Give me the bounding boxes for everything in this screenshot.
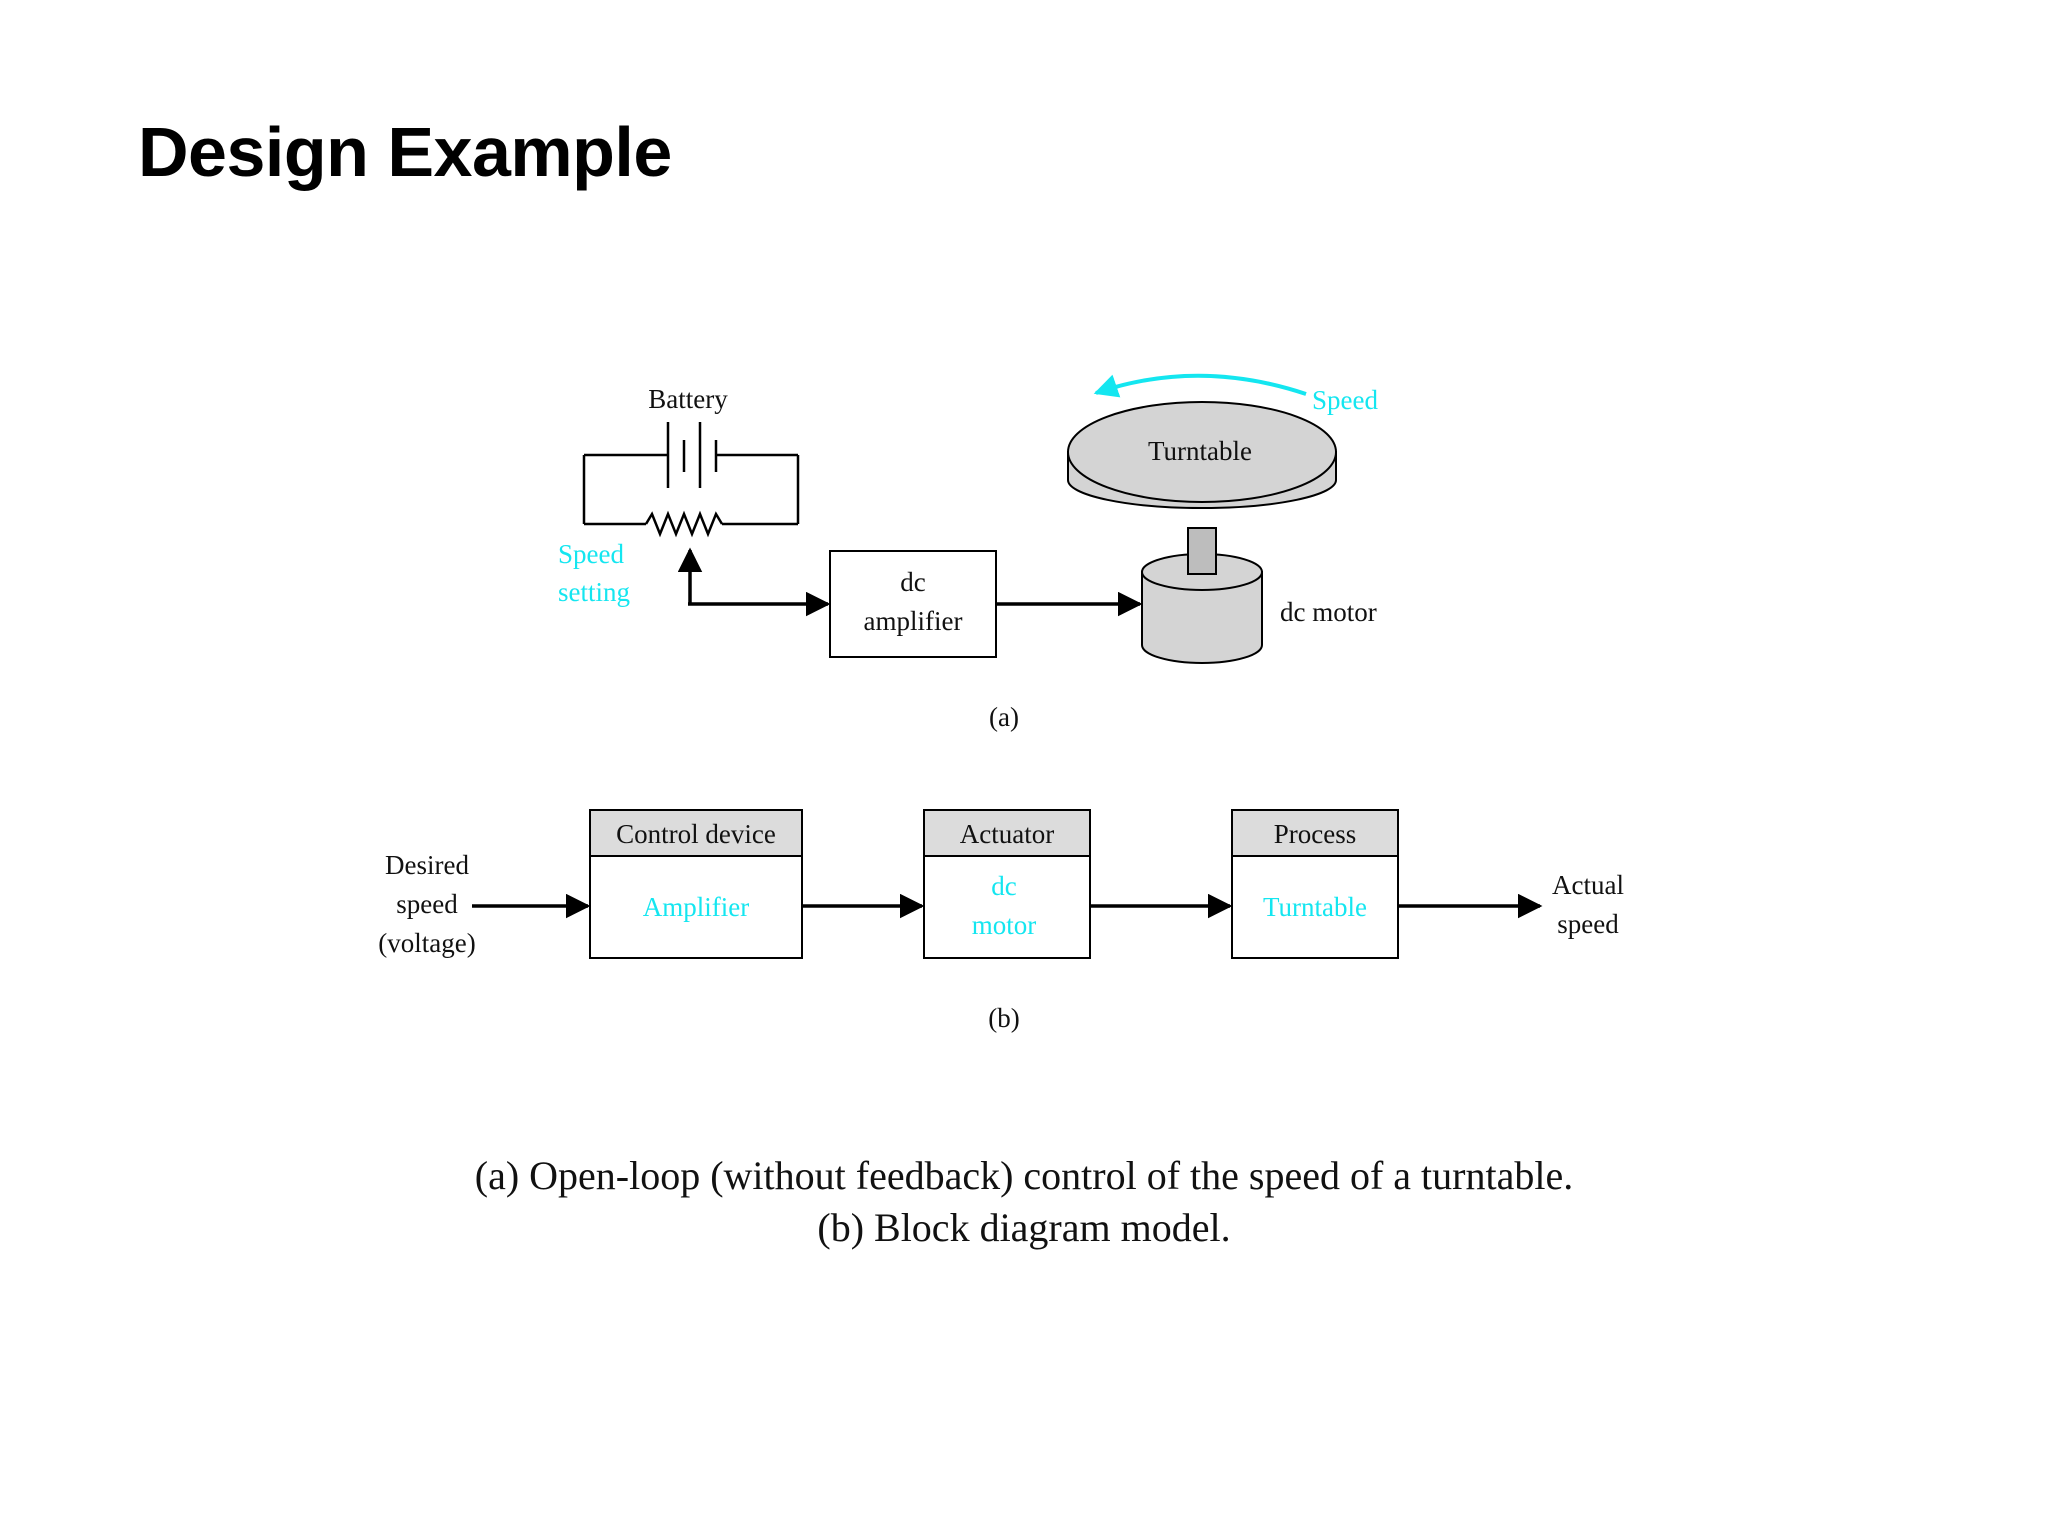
input-label: Desired xyxy=(385,850,469,880)
input-label-2: speed xyxy=(396,889,458,919)
turntable-icon xyxy=(1067,401,1337,509)
turntable-label: Turntable xyxy=(1148,436,1252,466)
block-content-2: motor xyxy=(972,910,1037,940)
caption-line: (a) Open-loop (without feedback) control… xyxy=(474,1153,1574,1198)
rotation-arrow xyxy=(1093,373,1307,398)
output-label-2: speed xyxy=(1557,909,1619,939)
resistor-icon xyxy=(644,510,724,538)
block-content: dc xyxy=(991,871,1017,901)
process-block: Process Turntable xyxy=(1231,809,1399,959)
speed-setting-label: Speed xyxy=(558,539,624,569)
block-header: Process xyxy=(1274,819,1357,849)
caption-line: (b) Block diagram model. xyxy=(817,1205,1231,1250)
subfigure-b-label: (b) xyxy=(988,1003,1019,1033)
subfigure-a-label: (a) xyxy=(989,702,1019,732)
amplifier-label-2: amplifier xyxy=(864,606,963,636)
dc-motor-icon xyxy=(1141,527,1263,664)
battery-label: Battery xyxy=(648,384,728,414)
dc-amplifier-block xyxy=(829,550,997,658)
control-device-block: Control device Amplifier xyxy=(589,809,803,959)
dc-motor-label: dc motor xyxy=(1280,597,1377,627)
speed-label: Speed xyxy=(1312,385,1378,415)
block-header: Control device xyxy=(616,819,776,849)
output-label: Actual xyxy=(1552,870,1624,900)
battery-icon xyxy=(582,422,800,526)
amplifier-label: dc xyxy=(900,567,926,597)
block-content: Turntable xyxy=(1263,892,1367,922)
input-label-3: (voltage) xyxy=(378,928,475,958)
figure-b: Desired speed (voltage) Control device A… xyxy=(378,809,1624,1033)
block-content: Amplifier xyxy=(643,892,749,922)
block-header: Actuator xyxy=(960,819,1054,849)
speed-setting-label-2: setting xyxy=(558,577,630,607)
slide-title: Design Example xyxy=(138,113,672,191)
actuator-block: Actuator dc motor xyxy=(923,809,1091,959)
figure-caption: (a) Open-loop (without feedback) control… xyxy=(0,1150,2048,1254)
figure-a: Battery Speed setting dc amplifier xyxy=(558,373,1378,732)
